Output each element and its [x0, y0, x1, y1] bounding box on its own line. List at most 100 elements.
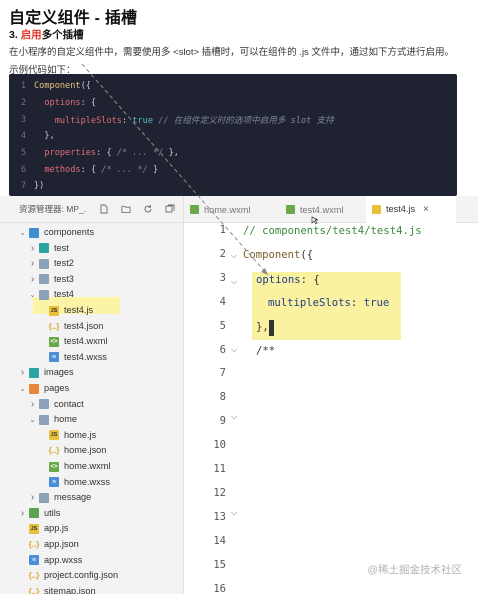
chevron-right-icon[interactable]: › [30, 273, 35, 285]
code-text: properties: { /* ... */ }, [44, 148, 179, 159]
tree-item-label: test2 [54, 258, 74, 269]
chevron-right-icon[interactable]: › [20, 507, 25, 519]
fold-chevron-icon[interactable]: ⌵ [231, 251, 238, 260]
code-line: 1 Component({ [9, 78, 457, 95]
tree-item-label: test4.wxss [64, 351, 107, 362]
tree-item[interactable]: JS test4.js [0, 303, 184, 318]
code-line-comment: // components/test4/test4.js [243, 225, 422, 237]
wxss-file-icon: ≡ [49, 477, 59, 488]
tree-item[interactable]: › test [0, 241, 184, 256]
tree-item[interactable]: ⌄home [0, 412, 184, 427]
new-file-icon[interactable] [99, 204, 109, 214]
tree-item-label: test [54, 242, 69, 253]
tree-item-label: project.config.json [44, 570, 119, 581]
line-number: 2 [219, 247, 226, 260]
tree-item[interactable]: ⌄test4 [0, 287, 184, 302]
tab-home-wxml[interactable]: home.wxml [184, 196, 280, 223]
line-number: 6 [219, 343, 226, 356]
tree-item[interactable]: <>home.wxml [0, 459, 184, 474]
folder-icon [39, 399, 49, 410]
tree-item[interactable]: › test2 [0, 256, 184, 271]
tree-item[interactable]: {..} test4.json [0, 319, 184, 334]
close-icon[interactable]: × [423, 203, 429, 215]
line-number: 7 [20, 181, 26, 192]
explorer-header: 资源管理器: MP_... [0, 196, 183, 223]
chevron-right-icon[interactable]: › [30, 492, 35, 504]
chevron-right-icon[interactable]: › [30, 242, 35, 254]
fold-chevron-icon[interactable]: ⌵ [231, 345, 238, 354]
js-file-icon: JS [49, 305, 59, 316]
tree-item[interactable]: ⌄components [0, 225, 184, 240]
tree-item[interactable]: ›images [0, 365, 184, 380]
fold-chevron-icon[interactable]: ⌵ [231, 277, 238, 286]
new-folder-icon[interactable] [121, 204, 131, 214]
tree-item[interactable]: › contact [0, 397, 184, 412]
line-number: 1 [20, 81, 26, 92]
tree-item[interactable]: JS app.js [0, 521, 184, 536]
line-number: 15 [213, 558, 226, 571]
chevron-down-icon[interactable]: ⌄ [29, 290, 36, 300]
chevron-down-icon[interactable]: ⌄ [19, 228, 26, 237]
tab-label: home.wxml [204, 204, 251, 215]
explorer-title: 资源管理器: MP_... [19, 204, 87, 214]
refresh-icon[interactable] [143, 204, 153, 214]
wxml-file-icon [190, 205, 199, 214]
code-line-options: options: { [256, 274, 320, 286]
tree-item[interactable]: {..}sitemap.json [0, 584, 184, 594]
tree-item-label: sitemap.json [44, 585, 96, 594]
json-file-icon: {..} [48, 321, 60, 331]
code-token: options [256, 274, 301, 286]
tree-item[interactable]: › utils [0, 506, 184, 521]
tree-item[interactable]: ≡test4.wxss [0, 350, 184, 365]
chevron-right-icon[interactable]: › [30, 398, 35, 410]
line-number: 6 [20, 164, 26, 175]
code-text: }, [34, 131, 55, 142]
tree-item-label: test4.js [64, 305, 94, 315]
collapse-all-icon[interactable] [165, 204, 175, 214]
tree-item[interactable]: ≡app.wxss [0, 553, 184, 568]
tab-test4-js[interactable]: test4.js × [366, 196, 456, 223]
chevron-down-icon[interactable]: ⌄ [29, 415, 36, 425]
tree-item[interactable]: › test3 [0, 272, 184, 287]
code-line-close-brace: }, [256, 321, 269, 333]
tree-item[interactable]: ⌄ pages [0, 381, 184, 396]
code-line: 2 options: { [9, 95, 457, 112]
chevron-down-icon[interactable]: ⌄ [19, 384, 26, 393]
tree-item[interactable]: {..}home.json [0, 443, 184, 458]
tree-item-label: utils [44, 507, 61, 518]
tree-item[interactable]: {..}app.json [0, 537, 184, 552]
fold-chevron-icon[interactable]: ⌵ [231, 412, 238, 421]
tree-item-label: pages [44, 383, 70, 393]
line-number: 5 [20, 148, 26, 159]
tree-item-label: app.js [44, 523, 69, 534]
tree-item[interactable]: <>test4.wxml [0, 334, 184, 349]
tree-item-label: contact [54, 398, 84, 409]
chevron-right-icon[interactable]: › [30, 258, 35, 270]
line-number: 1 [219, 224, 226, 236]
line-number: 7 [219, 367, 226, 380]
fold-chevron-icon[interactable]: ⌵ [231, 508, 238, 517]
wxml-file-icon: <> [49, 461, 59, 472]
line-number: 14 [213, 534, 226, 547]
line-number: 3 [219, 271, 226, 284]
json-file-icon: {..} [28, 540, 40, 549]
ide-window: 资源管理器: MP_... ⌄components › test › test2 › tes… [0, 196, 478, 594]
tree-item[interactable]: {..}project.config.json [0, 568, 184, 583]
chevron-right-icon[interactable]: › [20, 367, 25, 379]
folder-icon [39, 274, 49, 285]
tree-item-label: test4.json [64, 320, 104, 331]
line-number: 10 [213, 439, 226, 452]
tree-item-label: test3 [54, 273, 74, 284]
doc-title: 自定义组件 - 插槽 [9, 10, 138, 27]
folder-icon [29, 367, 39, 378]
code-line: 6 methods: { /* ... */ } [9, 161, 457, 178]
line-number: 2 [20, 98, 26, 109]
js-file-icon: JS [29, 523, 39, 534]
doc-caption: 示例代码如下： [9, 65, 76, 76]
code-area[interactable]: // components/test4/test4.js Component({… [243, 223, 478, 594]
tab-test4-wxml[interactable]: test4.wxml [280, 196, 368, 223]
tree-item[interactable]: ≡home.wxss [0, 475, 184, 490]
tree-item[interactable]: ›message [0, 490, 184, 505]
doc-paragraph: 在小程序的自定义组件中，需要使用多 <slot> 插槽时，可以在组件的 .js … [9, 47, 454, 58]
